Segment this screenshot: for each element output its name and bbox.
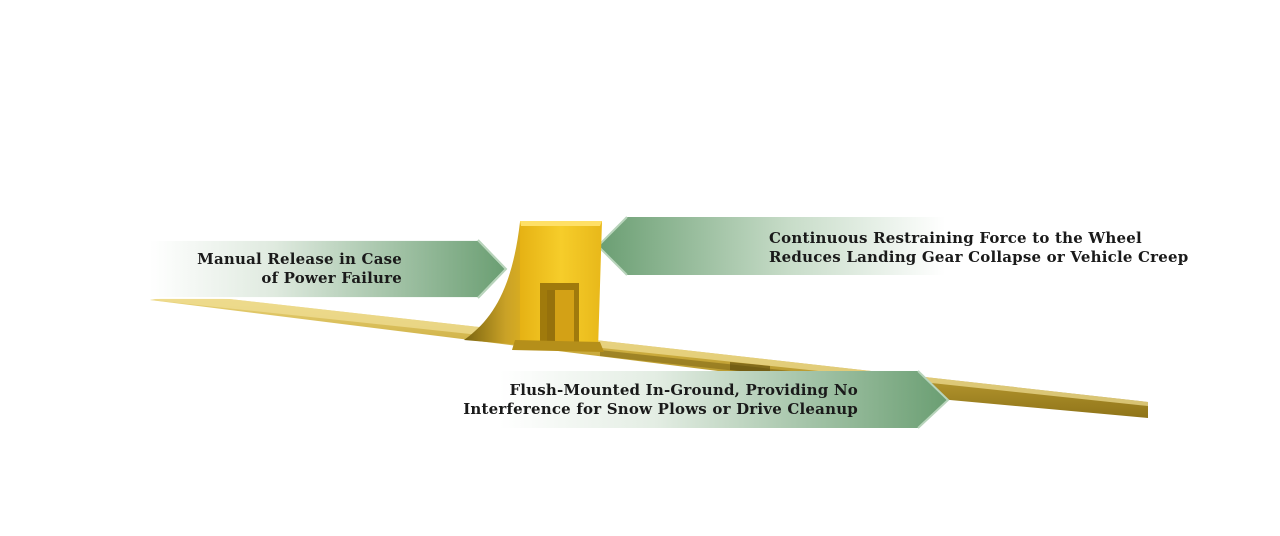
restraining-force-label: Continuous Restraining Force to the Whee… — [769, 229, 1188, 267]
restraining-force-line-1: Continuous Restraining Force to the Whee… — [769, 229, 1142, 247]
flush-mounted-line-1: Flush-Mounted In-Ground, Providing No — [509, 381, 858, 399]
flush-mounted-label: Flush-Mounted In-Ground, Providing No In… — [440, 381, 858, 419]
flush-mounted-arrow — [500, 370, 950, 429]
restraining-force-line-2: Reduces Landing Gear Collapse or Vehicle… — [769, 248, 1189, 266]
flush-mounted-line-2: Interference for Snow Plows or Drive Cle… — [463, 400, 858, 418]
manual-release-line-1: Manual Release in Case — [197, 250, 402, 268]
manual-release-line-2: of Power Failure — [261, 269, 402, 287]
manual-release-arrow — [150, 239, 508, 299]
manual-release-label: Manual Release in Case of Power Failure — [150, 250, 402, 288]
wheel-chock — [464, 221, 604, 352]
